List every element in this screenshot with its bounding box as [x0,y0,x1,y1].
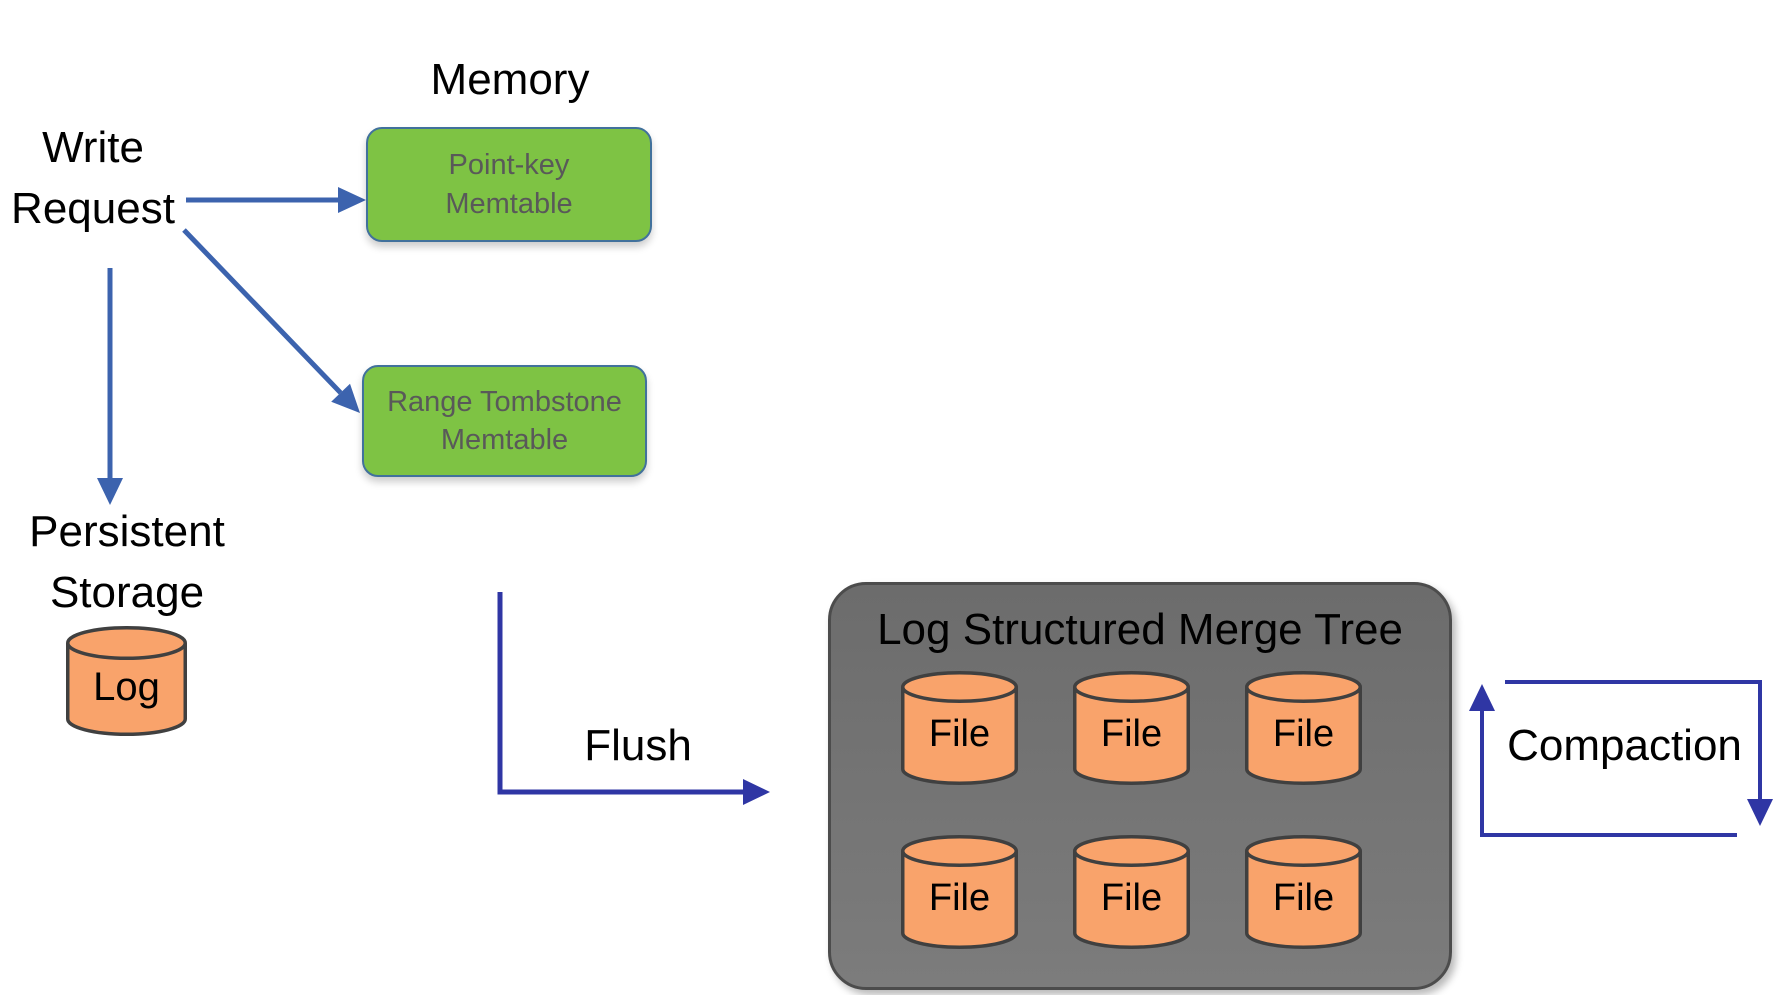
file-cylinder-5-shape [1073,835,1190,949]
file-cylinder-4-label: File [928,876,991,919]
compaction-down-arrow [1505,680,1773,826]
memory-label: Memory [430,55,590,104]
point-key-memtable-label: Point-key Memtable [445,149,573,220]
range-tombstone-memtable-label: Range Tombstone Memtable [387,385,622,456]
compaction-up-arrow [1469,684,1737,837]
file-cylinder-4-shape [901,835,1018,949]
file-cylinder-1-label: File [928,712,991,755]
log-cylinder: Log [66,626,187,736]
file-cylinder-6-label: File [1272,876,1335,919]
file-cylinder-2: File [1073,671,1190,785]
log-cylinder-shape [66,626,187,736]
log-cylinder-label: Log [93,664,160,709]
file-cylinder-1-shape [901,671,1018,785]
write-to-storage-arrow [97,268,123,505]
flush-label: Flush [584,721,692,770]
file-cylinder-row-1: File File File [901,671,1362,785]
file-cylinder-3: File [1245,671,1362,785]
file-cylinder-4: File [901,835,1018,949]
file-cylinder-1: File [901,671,1018,785]
file-cylinder-5: File [1073,835,1190,949]
file-cylinder-2-shape [1073,671,1190,785]
write-to-range-tombstone-arrow [182,228,360,413]
point-key-memtable-box: Point-key Memtable [366,127,652,242]
file-cylinder-6: File [1245,835,1362,949]
file-cylinder-3-label: File [1272,712,1335,755]
file-cylinder-5-label: File [1100,876,1163,919]
file-cylinder-6-shape [1245,835,1362,949]
file-cylinder-row-2: File File File [901,835,1362,949]
persistent-storage-label: Persistent Storage [29,507,225,617]
compaction-label: Compaction [1507,721,1742,770]
write-request-label: Write Request [11,123,175,233]
file-cylinder-2-label: File [1100,712,1163,755]
log-cylinder-holder: Log [66,626,187,736]
flush-arrow [497,592,770,805]
file-cylinder-3-shape [1245,671,1362,785]
lsm-tree-title: Log Structured Merge Tree [877,605,1403,654]
write-to-pointkey-arrow [186,187,366,213]
range-tombstone-memtable-box: Range Tombstone Memtable [362,365,647,477]
